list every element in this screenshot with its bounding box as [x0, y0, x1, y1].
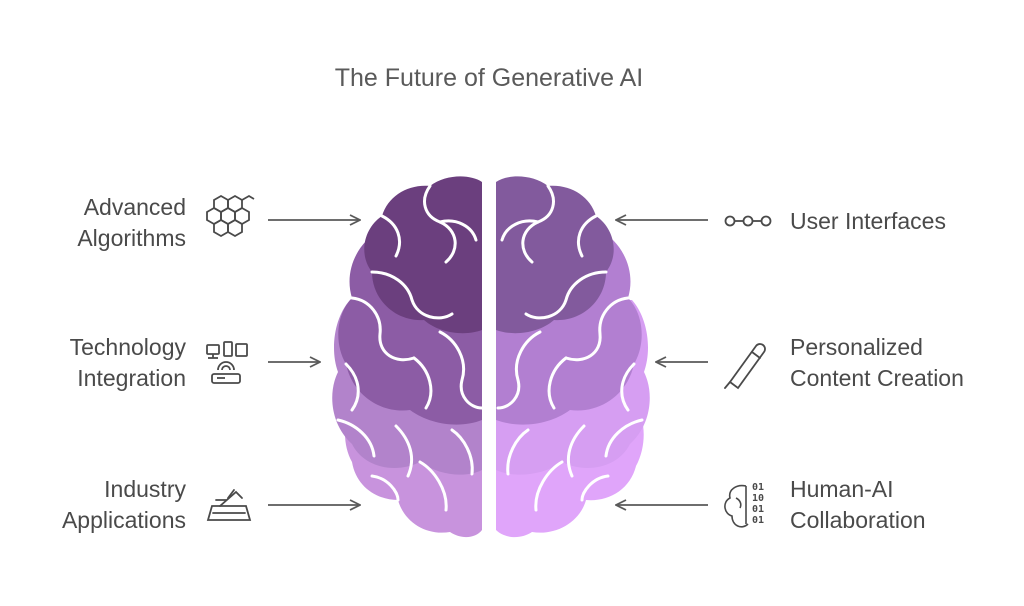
label-industry-applications: Industry Applications [62, 474, 186, 536]
brain-left-hemisphere [332, 176, 484, 538]
label-user-interfaces: User Interfaces [790, 206, 946, 237]
binary-digits: 01 10 01 01 [752, 482, 764, 526]
label-human-ai-collaboration: Human-AI Collaboration [790, 474, 926, 536]
label-line: Personalized [790, 334, 923, 360]
svg-text:01: 01 [752, 504, 764, 515]
svg-text:10: 10 [752, 493, 764, 504]
label-line: Advanced [83, 194, 186, 220]
brain-right-hemisphere [496, 176, 650, 538]
label-technology-integration: Technology Integration [70, 332, 186, 394]
page-title: The Future of Generative AI [334, 64, 644, 92]
connected-nodes-icon [724, 215, 772, 227]
brain-binary-icon [724, 484, 749, 528]
label-line: User Interfaces [790, 208, 946, 234]
label-line: Collaboration [790, 507, 926, 533]
label-line: Algorithms [77, 225, 186, 251]
pen-icon [724, 343, 766, 390]
brain-right-top-region [496, 176, 614, 334]
hexagon-grid-icon [206, 194, 255, 238]
label-line: Content Creation [790, 365, 964, 391]
label-line: Applications [61, 507, 186, 533]
label-line: Technology [69, 334, 186, 360]
devices-router-icon [206, 341, 248, 384]
brain-left-top-region [364, 176, 482, 334]
svg-text:01: 01 [752, 482, 764, 493]
machinery-icon [206, 489, 252, 521]
arrows [268, 220, 708, 505]
svg-text:01: 01 [752, 515, 764, 526]
brain-left-gyri [336, 184, 484, 512]
label-advanced-algorithms: Advanced Algorithms [77, 192, 186, 254]
label-line: Human-AI [790, 476, 894, 502]
label-line: Integration [77, 365, 186, 391]
label-line: Industry [104, 476, 186, 502]
label-personalized-content-creation: Personalized Content Creation [790, 332, 964, 394]
brain-right-gyri [496, 184, 644, 512]
